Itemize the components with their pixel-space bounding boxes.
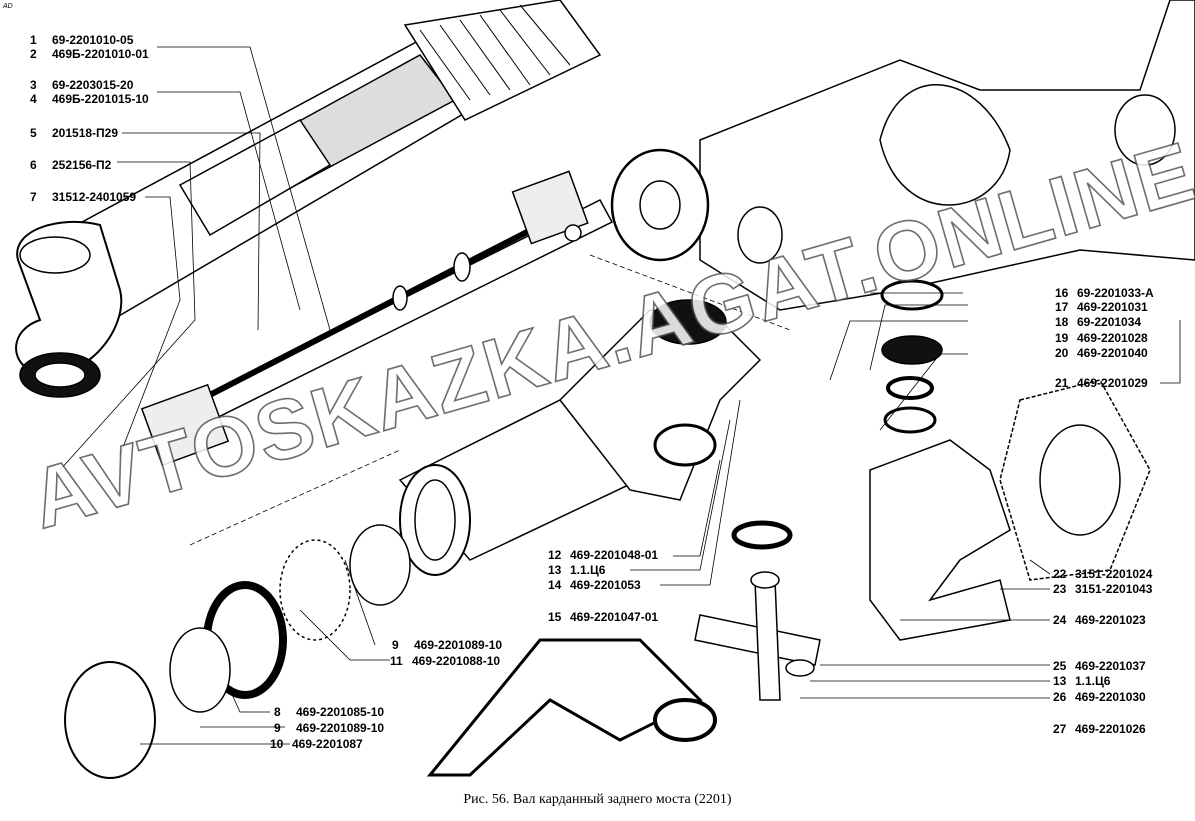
flange-yoke <box>869 379 1151 641</box>
slip-yoke <box>398 299 762 576</box>
splined-shaft <box>15 0 602 398</box>
seals-rings <box>64 279 944 779</box>
leader-lines <box>59 46 1181 745</box>
universal-joint-cross <box>694 571 821 701</box>
corner-mark: AD <box>3 3 13 10</box>
lower-yoke <box>426 638 717 777</box>
figure-caption: Рис. 56. Вал карданный заднего моста (22… <box>463 792 732 807</box>
propeller-shaft <box>140 170 614 467</box>
axle-housing <box>610 0 1195 311</box>
